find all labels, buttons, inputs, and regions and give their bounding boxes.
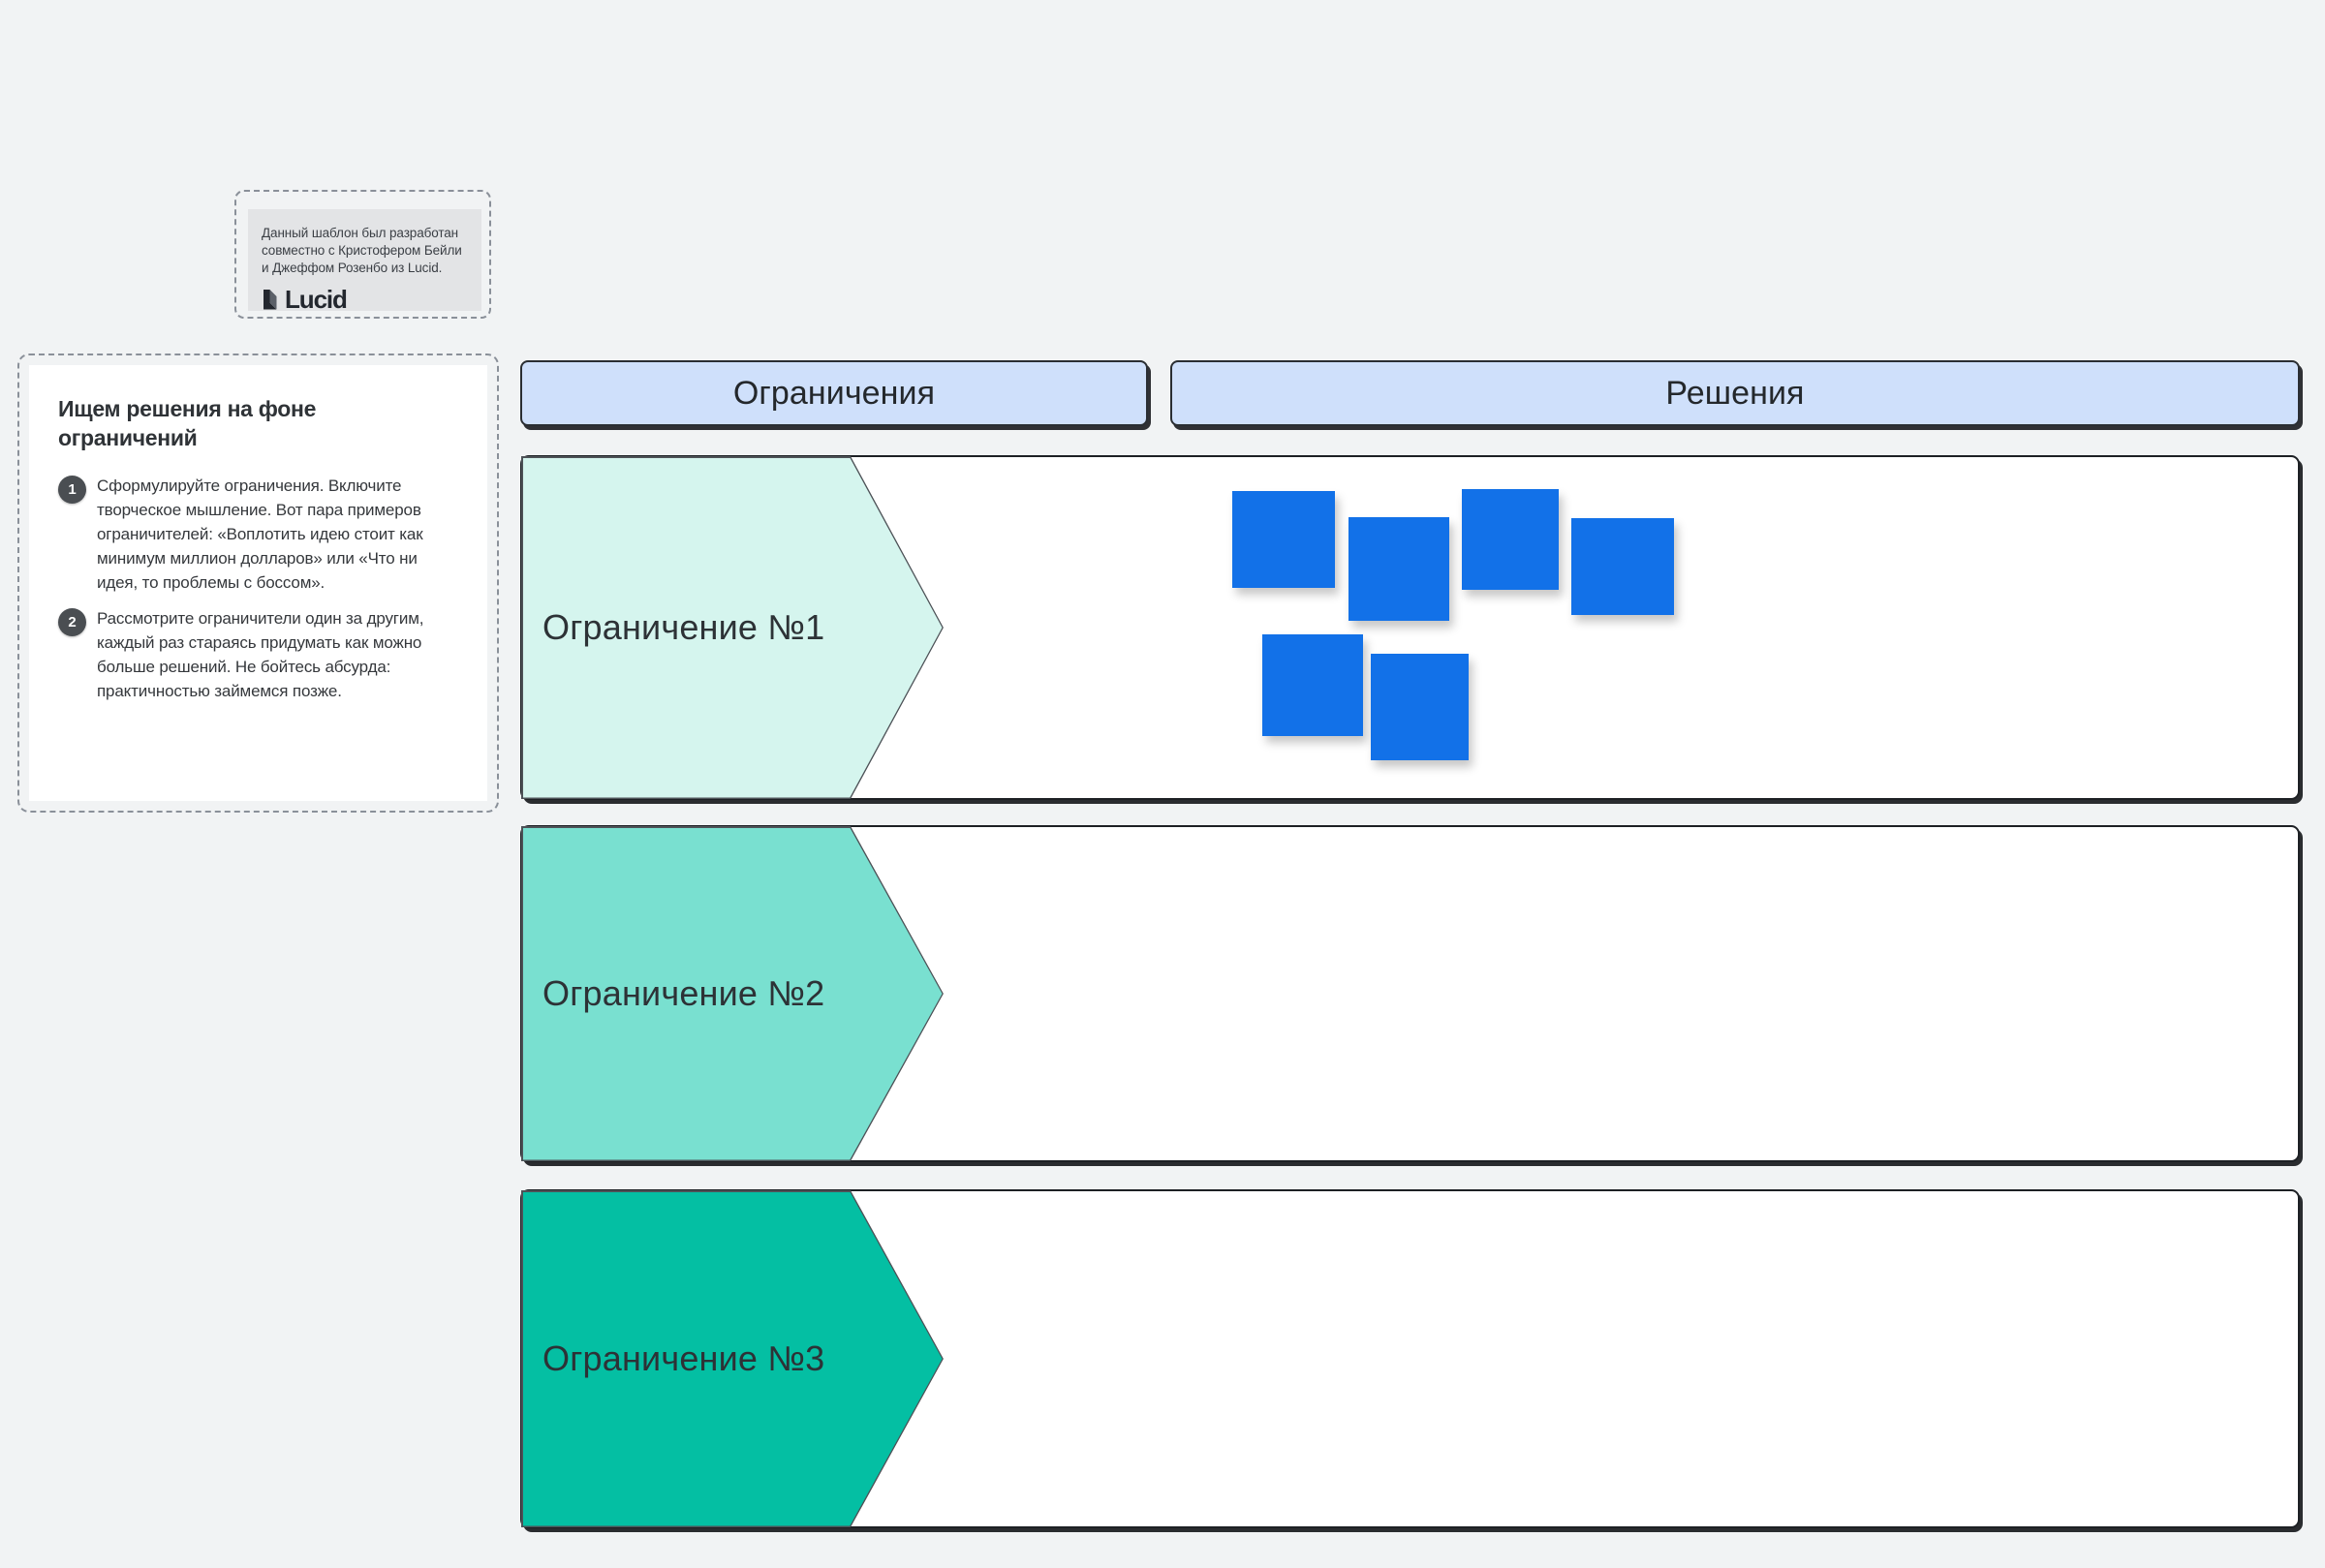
constraint-label-3: Ограничение №3 xyxy=(542,1338,825,1378)
sticky-note[interactable] xyxy=(1348,517,1449,621)
chevron-fill xyxy=(522,827,943,1160)
chevron-fill xyxy=(522,457,943,798)
step-number-badge: 2 xyxy=(58,607,86,636)
sticky-note[interactable] xyxy=(1571,518,1674,615)
step-text: Сформулируйте ограничения. Включите твор… xyxy=(97,476,423,592)
instruction-step-2: 2 Рассмотрите ограничители один за други… xyxy=(58,607,454,704)
lucid-attribution-card: Данный шаблон был разработан совместно с… xyxy=(234,190,491,319)
sticky-note[interactable] xyxy=(1232,491,1335,588)
column-header-solutions[interactable]: Решения xyxy=(1170,360,2300,426)
chevron-fill xyxy=(522,1191,943,1526)
instructions-content: Ищем решения на фоне ограничений 1 Сформ… xyxy=(29,365,487,801)
constraint-row-1[interactable]: Ограничение №1 xyxy=(520,455,2300,800)
sticky-note[interactable] xyxy=(1371,654,1469,760)
lucid-logo: Lucid xyxy=(262,287,468,312)
constraint-label-1: Ограничение №1 xyxy=(542,607,825,647)
instructions-panel: Ищем решения на фоне ограничений 1 Сформ… xyxy=(17,354,499,813)
sticky-note[interactable] xyxy=(1462,489,1559,590)
instruction-step-1: 1 Сформулируйте ограничения. Включите тв… xyxy=(58,475,454,596)
constraint-chevron-2[interactable]: Ограничение №2 xyxy=(521,826,944,1161)
lucid-credit-text: Данный шаблон был разработан совместно с… xyxy=(262,226,462,275)
constraint-chevron-1[interactable]: Ограничение №1 xyxy=(521,456,944,799)
lucid-attribution-inner: Данный шаблон был разработан совместно с… xyxy=(248,209,481,312)
lucid-wordmark: Lucid xyxy=(285,285,348,315)
instructions-title: Ищем решения на фоне ограничений xyxy=(58,396,317,451)
column-header-solutions-label: Решения xyxy=(1665,374,1805,412)
lucid-logo-mark-icon xyxy=(262,289,280,311)
column-header-constraints-label: Ограничения xyxy=(732,374,936,412)
column-header-constraints[interactable]: Ограничения xyxy=(520,360,1148,426)
constraint-row-2[interactable]: Ограничение №2 xyxy=(520,825,2300,1162)
step-number-badge: 1 xyxy=(58,475,86,504)
step-text: Рассмотрите ограничители один за другим,… xyxy=(97,608,424,700)
constraint-chevron-3[interactable]: Ограничение №3 xyxy=(521,1190,944,1527)
constraint-label-2: Ограничение №2 xyxy=(542,973,825,1013)
sticky-note[interactable] xyxy=(1262,634,1363,736)
constraint-row-3[interactable]: Ограничение №3 xyxy=(520,1189,2300,1528)
